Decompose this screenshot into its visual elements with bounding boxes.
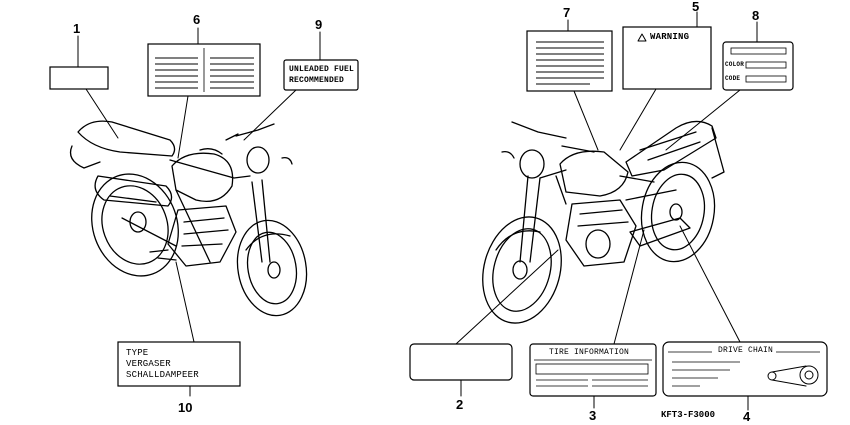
drive-chain-label-text: DRIVE CHAIN — [718, 346, 774, 355]
right-motorcycle-illustration — [482, 120, 725, 324]
right-engine — [565, 199, 637, 267]
left-fuel-tank — [171, 152, 234, 203]
right-seat — [625, 120, 717, 177]
right-handlebar — [511, 121, 595, 153]
right-fuel-tank — [559, 150, 629, 197]
left-engine — [167, 205, 237, 267]
fuel-label-line-1: UNLEADED FUEL — [289, 65, 355, 74]
callout-2: 2 — [456, 397, 464, 412]
callout-7: 7 — [563, 5, 571, 20]
diagram-reference-code: KFT3-F3000 — [661, 410, 716, 420]
chain-adjuster-icon — [767, 365, 819, 387]
leader-lines — [77, 11, 758, 411]
callout-10: 10 — [178, 400, 193, 415]
callout-4: 4 — [743, 409, 751, 424]
callout-5: 5 — [692, 0, 700, 14]
label-5-plate — [622, 26, 712, 90]
warning-label-text: WARNING — [650, 32, 690, 42]
label-10-plate — [117, 341, 241, 387]
callout-1: 1 — [73, 21, 81, 36]
left-front-wheel — [236, 219, 308, 317]
tire-information-label-text: TIRE INFORMATION — [549, 348, 630, 357]
label-9-plate — [283, 59, 359, 91]
type-label-line-2: VERGASER — [126, 359, 171, 369]
left-rear-wheel — [91, 173, 179, 277]
type-label-line-1: TYPE — [126, 348, 149, 358]
left-motorcycle-illustration — [69, 120, 308, 317]
left-seat — [77, 120, 176, 157]
type-label-line-3: SCHALLDAMPEER — [126, 370, 199, 380]
warning-triangle-icon — [637, 33, 647, 42]
callout-8: 8 — [752, 8, 760, 23]
label-7-plate — [526, 30, 613, 92]
color-label-text: COLOR — [725, 61, 745, 68]
callout-6: 6 — [193, 12, 201, 27]
code-label-text: CODE — [725, 75, 741, 82]
left-headlight — [246, 146, 270, 174]
label-1-plate — [49, 66, 109, 90]
right-headlight — [519, 149, 545, 179]
left-handlebar — [225, 123, 275, 141]
label-3-plate — [529, 343, 657, 397]
right-rear-wheel — [640, 161, 716, 263]
callout-9: 9 — [315, 17, 323, 32]
right-front-wheel — [482, 216, 562, 324]
fuel-label-line-2: RECOMMENDED — [289, 76, 345, 85]
label-2-plate — [409, 343, 513, 381]
callout-3: 3 — [589, 408, 597, 423]
